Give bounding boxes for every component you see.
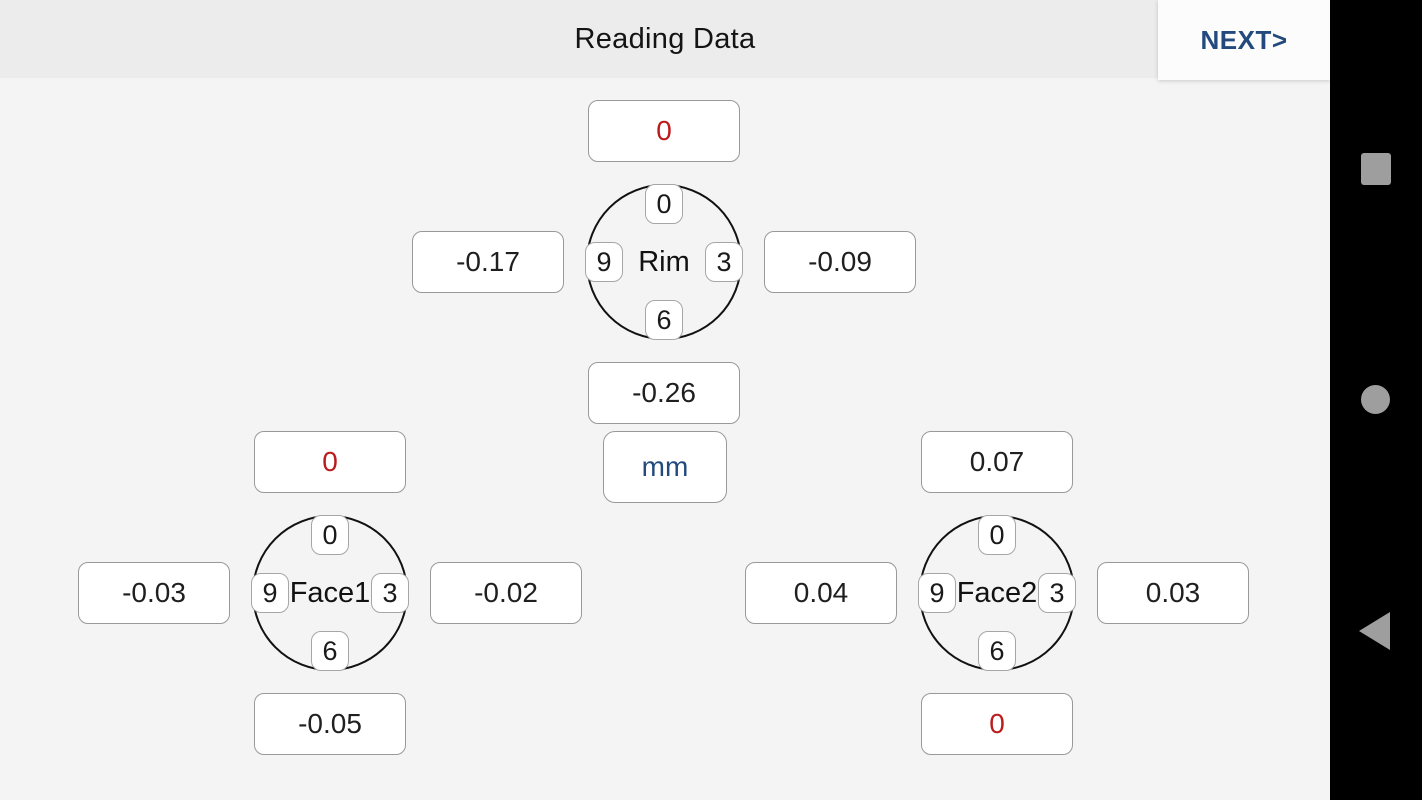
face1-value-3-oclock[interactable]: -0.02 [430, 562, 582, 624]
gauge-group-face1: 0 -0.03 -0.02 -0.05 Face1 0 3 6 9 [78, 431, 582, 756]
next-button-label: NEXT> [1200, 24, 1288, 55]
face2-clock-3-badge: 3 [1038, 573, 1076, 613]
face2-clock-6-badge: 6 [978, 631, 1016, 671]
rim-value-6-oclock[interactable]: -0.26 [588, 362, 740, 424]
rim-clock-6-badge: 6 [645, 300, 683, 340]
rim-value-0-oclock[interactable]: 0 [588, 100, 740, 162]
rim-dial-label: Rim [638, 245, 690, 278]
face1-clock-6-badge: 6 [311, 631, 349, 671]
face1-value-0-oclock[interactable]: 0 [254, 431, 406, 493]
android-nav-bar [1330, 0, 1422, 800]
face1-value-9-oclock[interactable]: -0.03 [78, 562, 230, 624]
app-bar: Reading Data [0, 0, 1330, 78]
face1-dial-label: Face1 [289, 576, 371, 609]
face2-value-3-oclock[interactable]: 0.03 [1097, 562, 1249, 624]
face1-clock-0-badge: 0 [311, 515, 349, 555]
recents-square-icon[interactable] [1361, 153, 1391, 185]
face2-dial-label: Face2 [956, 576, 1038, 609]
face1-value-6-oclock[interactable]: -0.05 [254, 693, 406, 755]
unit-toggle[interactable]: mm [603, 431, 727, 503]
rim-clock-3-badge: 3 [705, 242, 743, 282]
face2-value-0-oclock[interactable]: 0.07 [921, 431, 1073, 493]
rim-clock-0-badge: 0 [645, 184, 683, 224]
face2-clock-9-badge: 9 [918, 573, 956, 613]
page-title: Reading Data [574, 22, 756, 55]
face2-value-6-oclock[interactable]: 0 [921, 693, 1073, 755]
gauge-group-rim: 0 -0.17 -0.09 -0.26 Rim 0 3 6 9 [412, 100, 916, 425]
rim-value-3-oclock[interactable]: -0.09 [764, 231, 916, 293]
rim-value-9-oclock[interactable]: -0.17 [412, 231, 564, 293]
face1-clock-3-badge: 3 [371, 573, 409, 613]
back-triangle-icon[interactable] [1359, 612, 1390, 650]
next-button[interactable]: NEXT> [1158, 0, 1330, 80]
home-circle-icon[interactable] [1361, 385, 1390, 414]
gauge-group-face2: 0.07 0.04 0.03 0 Face2 0 3 6 9 [745, 431, 1249, 756]
face1-clock-9-badge: 9 [251, 573, 289, 613]
face2-clock-0-badge: 0 [978, 515, 1016, 555]
rim-clock-9-badge: 9 [585, 242, 623, 282]
face2-value-9-oclock[interactable]: 0.04 [745, 562, 897, 624]
